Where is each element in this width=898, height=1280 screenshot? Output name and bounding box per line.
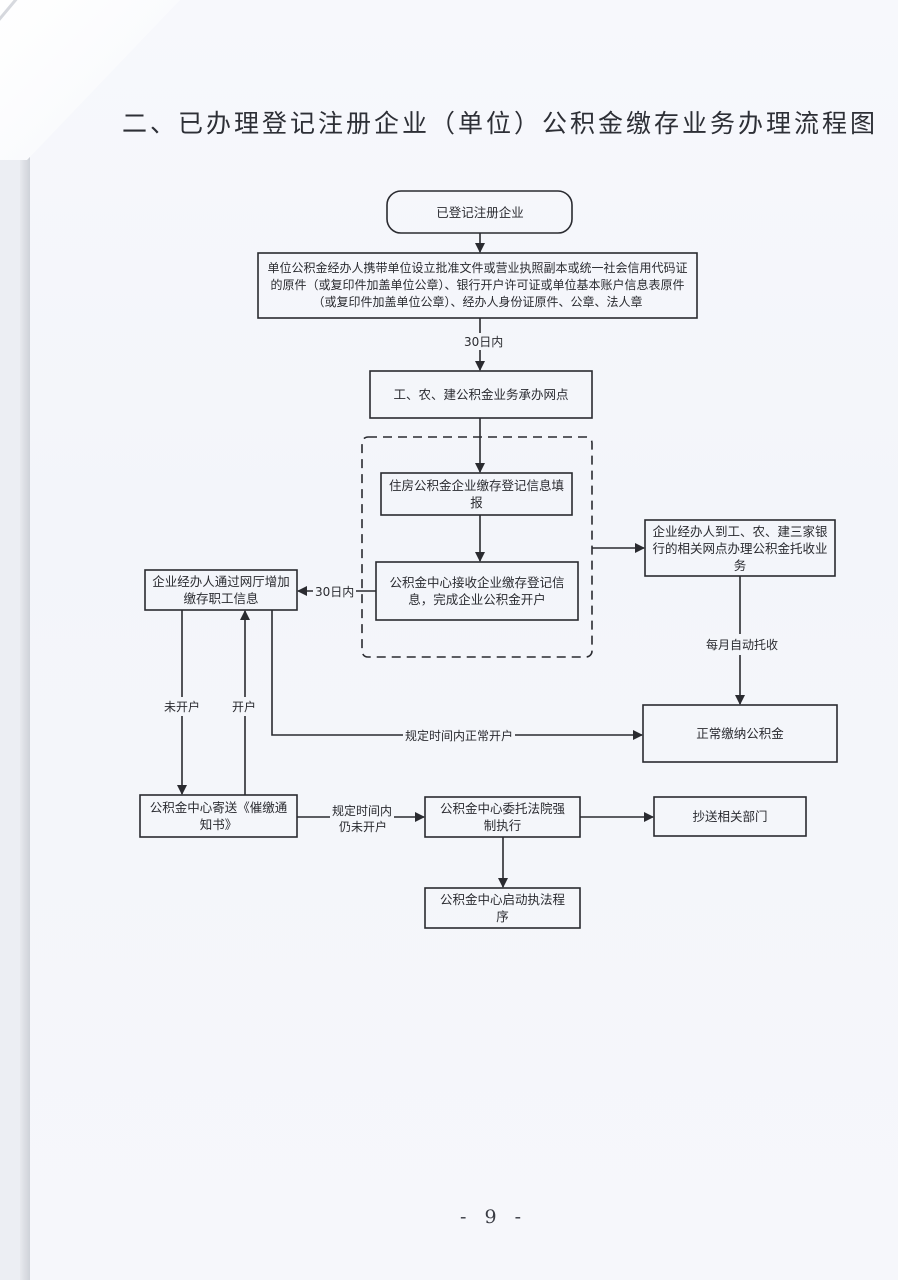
send-notice-shape bbox=[139, 794, 298, 838]
normal-payment-shape bbox=[642, 704, 838, 763]
edge-label-monthly-auto: 每月自动托收 bbox=[704, 634, 781, 655]
page-title: 二、已办理登记注册企业（单位）公积金缴存业务办理流程图 bbox=[122, 109, 879, 138]
processing-group bbox=[361, 436, 593, 658]
edge-label-not-opened: 未开户 bbox=[163, 697, 202, 716]
add-employees-node: 企业经办人通过网厅增加缴存职工信息 bbox=[152, 574, 290, 606]
copy-departments-node: 抄送相关部门 bbox=[692, 809, 768, 824]
law-enforcement-shape bbox=[424, 887, 581, 929]
normal-payment-node: 正常缴纳公积金 bbox=[696, 726, 784, 741]
law-enforcement-node: 公积金中心启动执法程序 bbox=[440, 892, 566, 924]
edge-label-opened: 开户 bbox=[231, 697, 258, 716]
submit-docs-node: 单位公积金经办人携带单位设立批准文件或营业执照副本或统一社会信用代码证的原件（或… bbox=[267, 261, 688, 309]
bank-entrust-node: 企业经办人到工、农、建三家银行的相关网点办理公积金托收业务 bbox=[652, 523, 828, 573]
edge-normal-open bbox=[271, 610, 643, 740]
page-edge-shadow bbox=[20, 150, 30, 1280]
submit-docs-shape bbox=[257, 252, 698, 319]
fill-registration-node: 住房公积金企业缴存登记信息填报 bbox=[388, 478, 564, 510]
fill-registration-shape bbox=[380, 472, 573, 516]
page-number: - 9 - bbox=[460, 1206, 528, 1228]
edge-label-30-days-2: 30日内 bbox=[313, 583, 357, 600]
bank-branch-node: 工、农、建公积金业务承办网点 bbox=[393, 387, 569, 402]
edge-label-still-not-opened-1: 规定时间内 bbox=[330, 802, 395, 819]
copy-departments-shape bbox=[653, 796, 807, 837]
edge-label-30-days-1: 30日内 bbox=[462, 333, 506, 350]
send-notice-node: 公积金中心寄送《催缴通知书》 bbox=[149, 800, 288, 832]
bank-branch-shape bbox=[369, 370, 593, 419]
start-node: 已登记注册企业 bbox=[436, 204, 524, 220]
court-enforce-node: 公积金中心委托法院强制执行 bbox=[439, 801, 565, 833]
edge-label-still-not-opened-2: 仍未开户 bbox=[337, 818, 390, 835]
center-accepts-node: 公积金中心接收企业缴存登记信息，完成企业公积金开户 bbox=[389, 575, 565, 607]
edge-label-normal-open: 规定时间内正常开户 bbox=[403, 727, 516, 744]
